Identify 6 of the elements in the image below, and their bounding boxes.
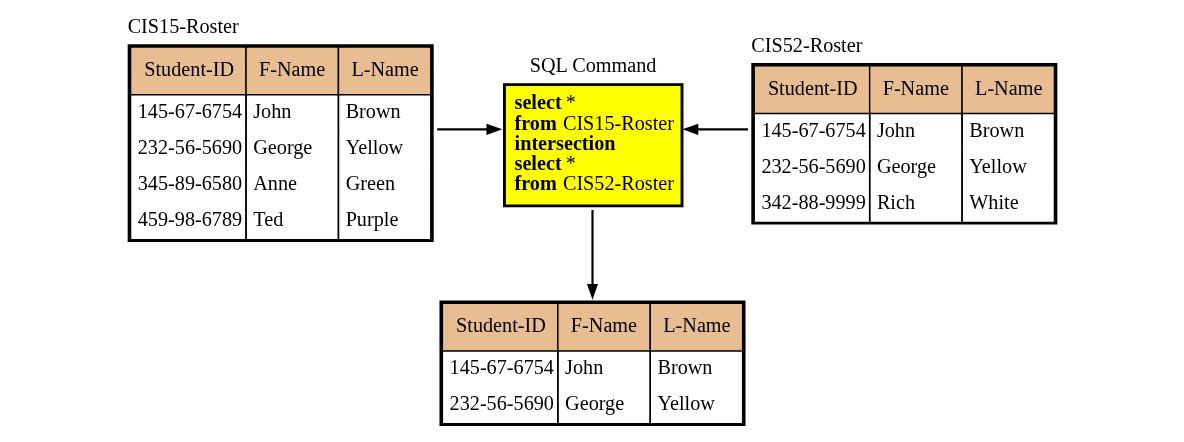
arrow	[681, 123, 748, 135]
node-label: CIS15-Roster	[127, 14, 239, 37]
arrow	[436, 123, 502, 135]
node-label: SQL Command	[529, 53, 656, 76]
node-label: CIS52-Roster	[750, 33, 862, 56]
arrow	[586, 210, 598, 300]
